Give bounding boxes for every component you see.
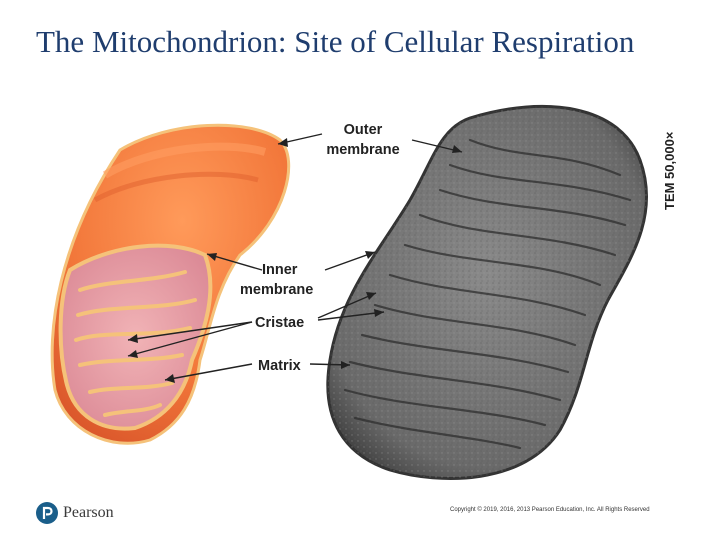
label-cristae: Cristae: [255, 315, 304, 331]
pearson-logo-icon: [36, 502, 58, 524]
label-outer-membrane-line2: membrane: [326, 142, 399, 158]
label-outer-membrane-line1: Outer: [344, 122, 383, 138]
label-matrix: Matrix: [258, 358, 301, 374]
micrograph-caption: TEM 50,000×: [662, 131, 677, 210]
label-inner-membrane-line1: Inner: [262, 262, 298, 278]
label-inner-membrane-line2: membrane: [240, 282, 313, 298]
pearson-logo-text: Pearson: [63, 504, 114, 522]
copyright-notice: Copyright © 2019, 2016, 2013 Pearson Edu…: [450, 507, 650, 513]
pearson-logo: Pearson: [36, 500, 114, 526]
